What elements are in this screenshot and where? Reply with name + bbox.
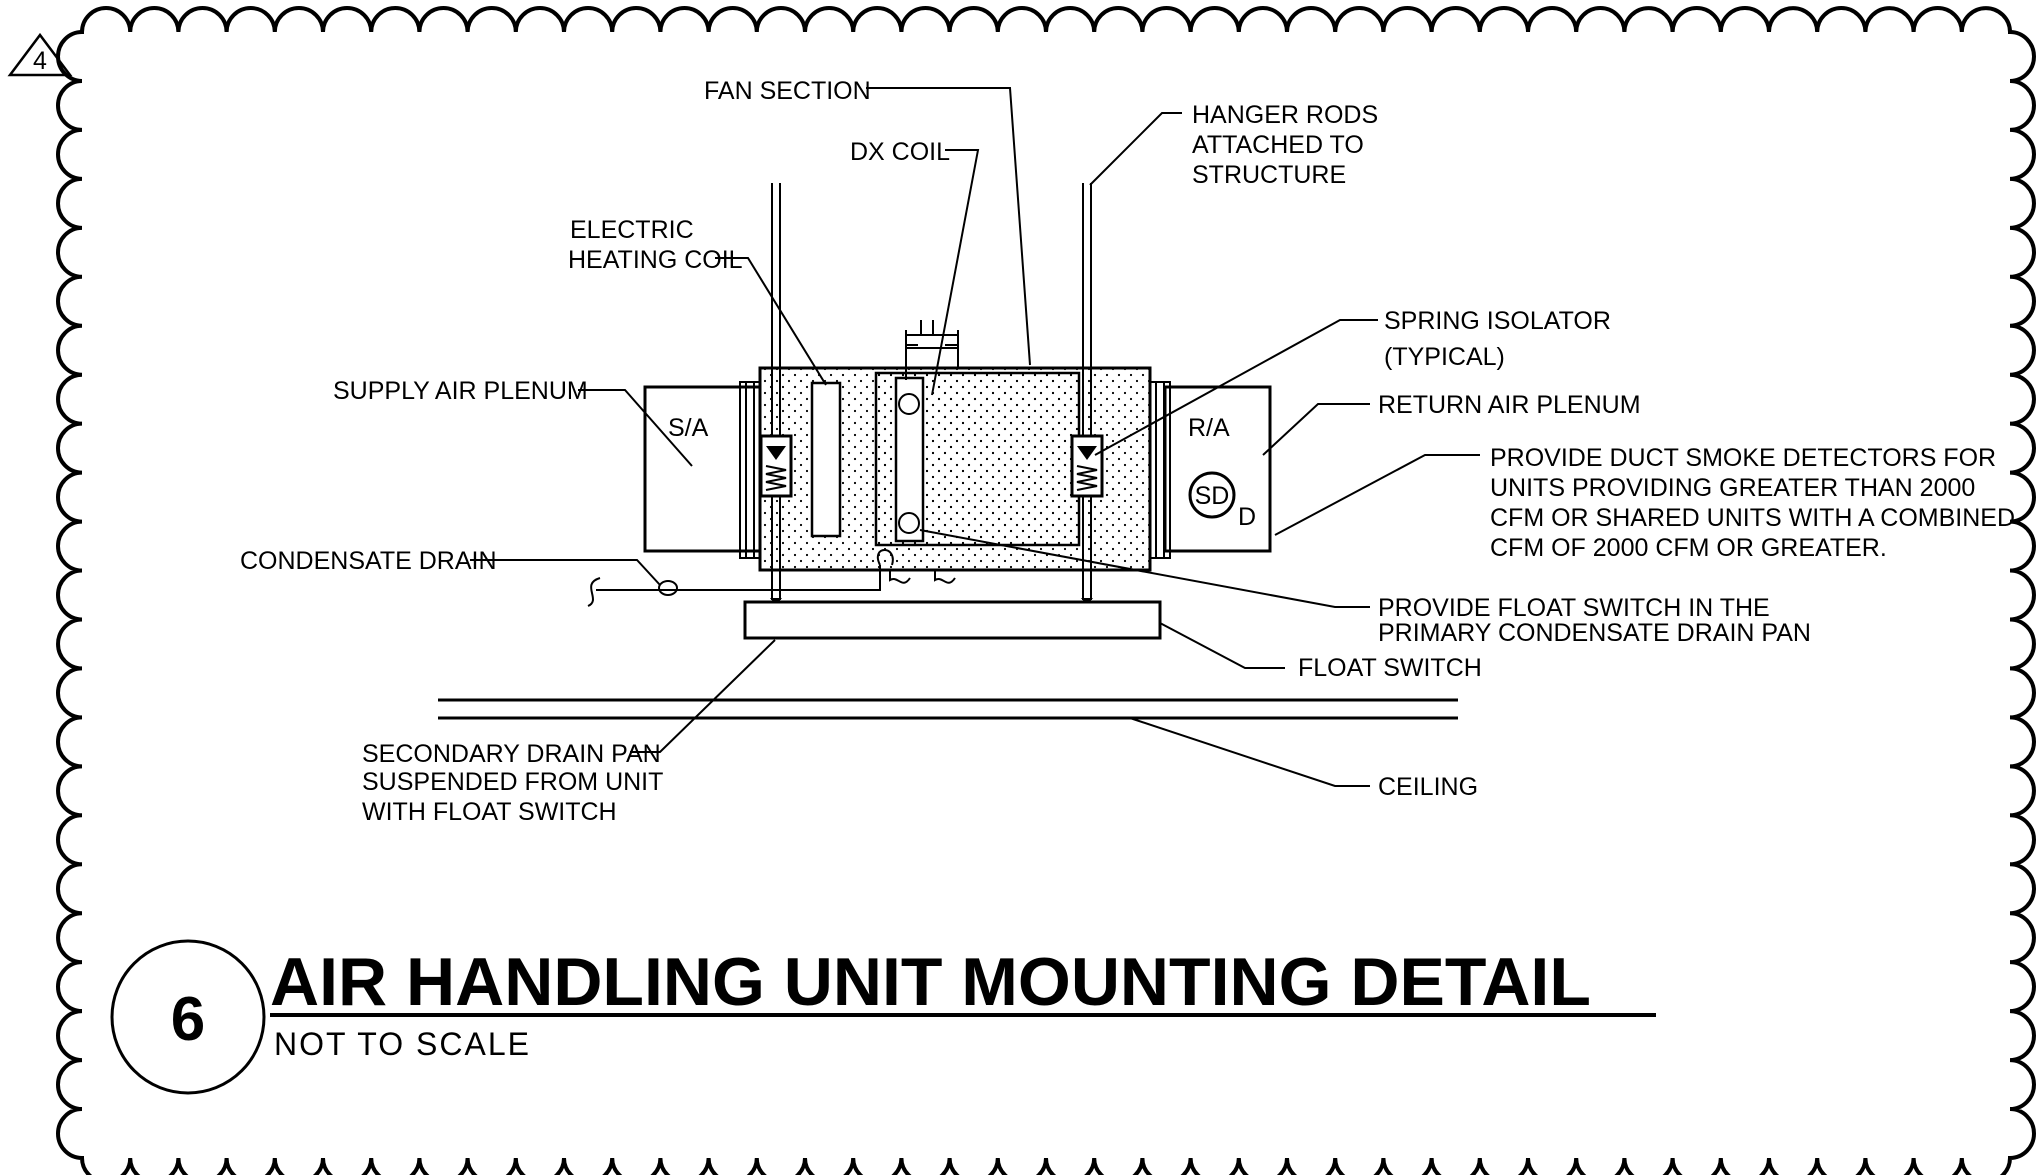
revision-cloud-border [56,6,2036,1175]
leader-lines [470,87,1480,787]
label-smoke-detectors-note: PROVIDE DUCT SMOKE DETECTORS FOR UNITS P… [1490,444,2015,562]
label-secondary-drain-pan: SECONDARY DRAIN PAN SUSPENDED FROM UNIT … [362,740,663,826]
detail-title: AIR HANDLING UNIT MOUNTING DETAIL [270,944,1591,1020]
revision-triangle-tag: 4 [7,32,73,77]
svg-text:HEATING COIL: HEATING COIL [568,246,743,274]
dx-coil-connection-bottom [898,512,920,534]
secondary-drain-pan [743,600,1162,640]
svg-text:SPRING ISOLATOR: SPRING ISOLATOR [1384,307,1611,335]
label-electric-heating-coil: ELECTRIC HEATING COIL [568,216,743,274]
label-condensate-drain: CONDENSATE DRAIN [240,547,497,575]
revision-tag-number: 4 [33,47,47,75]
svg-text:WITH FLOAT SWITCH: WITH FLOAT SWITCH [362,798,617,826]
smoke-detector-symbol [1188,471,1236,519]
svg-text:(TYPICAL): (TYPICAL) [1384,343,1505,371]
label-fan-section: FAN SECTION [704,77,871,105]
condensate-drain-pipe [587,565,881,607]
svg-text:PROVIDE FLOAT SWITCH IN THE: PROVIDE FLOAT SWITCH IN THE [1378,594,1770,622]
label-return-air-plenum: RETURN AIR PLENUM [1378,391,1641,419]
return-air-tag: R/A [1188,414,1230,442]
detail-number: 6 [171,985,205,1054]
svg-text:UNITS PROVIDING GREATER THAN 2: UNITS PROVIDING GREATER THAN 2000 [1490,474,1975,502]
refrigerant-piping [905,320,959,380]
detail-number-bubble [110,939,266,1095]
svg-text:PROVIDE DUCT SMOKE DETECTORS F: PROVIDE DUCT SMOKE DETECTORS FOR [1490,444,1996,472]
label-spring-isolator: SPRING ISOLATOR (TYPICAL) [1384,307,1611,371]
dx-coil-connection-top [898,393,920,415]
svg-text:HANGER RODS: HANGER RODS [1192,101,1378,129]
svg-text:CFM OF 2000 CFM OR GREATER.: CFM OF 2000 CFM OR GREATER. [1490,534,1887,562]
svg-text:CFM OR SHARED UNITS WITH A COM: CFM OR SHARED UNITS WITH A COMBINED [1490,504,2015,532]
svg-text:PRIMARY CONDENSATE DRAIN PAN: PRIMARY CONDENSATE DRAIN PAN [1378,619,1811,647]
supply-air-plenum: S/A [643,385,762,553]
electric-heating-coil [810,381,842,538]
svg-text:ELECTRIC: ELECTRIC [570,216,694,244]
label-ceiling: CEILING [1378,773,1478,801]
label-float-switch: FLOAT SWITCH [1298,654,1482,682]
smoke-detector-suffix: D [1238,503,1256,531]
flex-connector-supply [739,381,761,559]
ceiling [438,698,1458,720]
svg-text:ATTACHED TO: ATTACHED TO [1192,131,1364,159]
return-air-plenum: R/A SD D [1163,385,1272,553]
label-hanger-rods: HANGER RODS ATTACHED TO STRUCTURE [1192,101,1378,189]
detail-subtitle: NOT TO SCALE [274,1026,531,1062]
svg-text:SECONDARY DRAIN PAN: SECONDARY DRAIN PAN [362,740,661,768]
title-block: 6 AIR HANDLING UNIT MOUNTING DETAIL NOT … [110,939,1656,1095]
spring-isolator-right [1070,434,1104,498]
svg-text:STRUCTURE: STRUCTURE [1192,161,1346,189]
label-float-switch-note: PROVIDE FLOAT SWITCH IN THE PRIMARY COND… [1378,594,1811,647]
spring-isolator-left [759,434,793,498]
smoke-detector-tag: SD [1195,482,1230,510]
condensate-trap [876,549,894,566]
supply-air-tag: S/A [668,414,709,442]
flex-connector-return [1149,381,1171,559]
label-dx-coil: DX COIL [850,138,950,166]
label-supply-air-plenum: SUPPLY AIR PLENUM [333,377,588,405]
svg-text:SUSPENDED FROM UNIT: SUSPENDED FROM UNIT [362,768,663,796]
